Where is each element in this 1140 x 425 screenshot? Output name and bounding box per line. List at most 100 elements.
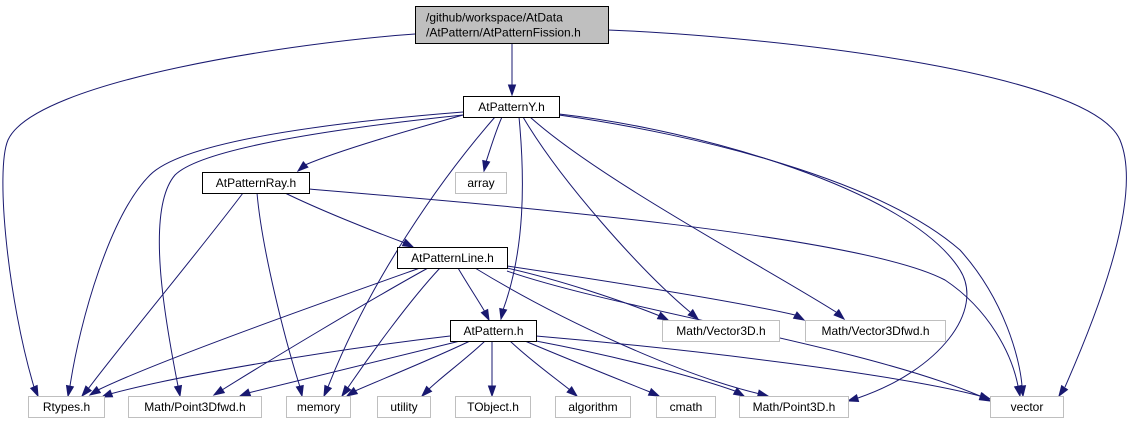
node-label: AtPatternRay.h	[216, 176, 296, 190]
edge-atpattern-to-tobject	[487, 341, 497, 398]
node-point3dfwd: Math/Point3Dfwd.h	[128, 396, 262, 418]
edge-arrowhead	[566, 385, 579, 397]
node-label: AtPatternLine.h	[411, 251, 494, 265]
node-atpatternray[interactable]: AtPatternRay.h	[202, 172, 310, 194]
edge-line	[558, 114, 1023, 387]
node-box	[656, 396, 716, 418]
edge-line	[346, 267, 441, 390]
edge-line	[109, 335, 451, 395]
edge-atpattern-to-point3dfwd	[238, 340, 461, 397]
node-utility: utility	[377, 396, 431, 418]
node-box	[739, 396, 849, 418]
edge-arrowhead	[296, 160, 309, 172]
edge-atpatternray-to-atpatternline	[284, 192, 415, 248]
edge-arrowhead	[29, 384, 39, 398]
edge-arrowhead	[647, 387, 661, 397]
edge-arrowhead	[238, 388, 252, 397]
edge-arrowhead	[687, 308, 700, 320]
node-label: array	[467, 176, 494, 190]
node-box	[202, 172, 310, 194]
edge-arrowhead	[756, 389, 770, 398]
edge-arrowhead	[480, 308, 490, 322]
node-atpatterny[interactable]: AtPatternY.h	[463, 96, 560, 118]
edge-line	[221, 267, 429, 391]
edge-arrowhead	[345, 386, 359, 397]
edge-atpatternline-to-point3dfwd	[212, 267, 429, 396]
node-root[interactable]: /github/workspace/AtData/AtPattern/AtPat…	[415, 6, 609, 44]
edge-line	[69, 111, 464, 387]
edge-arrowhead	[212, 385, 226, 396]
edge-arrowhead	[507, 84, 517, 97]
edge-arrowhead	[88, 385, 102, 396]
edge-arrowhead	[846, 393, 860, 403]
edge-arrowhead	[487, 385, 497, 398]
edge-line	[502, 116, 523, 311]
edge-arrowhead	[341, 385, 352, 398]
nodes-layer: /github/workspace/AtData/AtPattern/AtPat…	[28, 6, 1064, 418]
edge-atpatterny-to-array	[482, 116, 503, 173]
node-label: TObject.h	[467, 400, 519, 414]
edge-root-to-rtypes	[2, 33, 416, 398]
edge-arrowhead	[100, 389, 114, 398]
node-box	[555, 396, 631, 418]
node-vector3dfwd: Math/Vector3Dfwd.h	[805, 320, 946, 342]
edge-line	[506, 265, 796, 316]
edge-arrowhead	[792, 311, 806, 321]
node-atpatternline[interactable]: AtPatternLine.h	[397, 247, 508, 269]
node-box	[286, 396, 351, 418]
edge-arrowhead	[420, 385, 433, 398]
edge-atpattern-to-memory	[345, 340, 471, 397]
edge-arrowhead	[173, 384, 183, 398]
node-array: array	[455, 172, 507, 194]
edge-line	[247, 340, 461, 394]
node-box	[463, 96, 560, 118]
edge-line	[506, 267, 661, 317]
edge-line	[427, 340, 486, 391]
node-box	[28, 396, 105, 418]
edge-atpatterny-to-memory	[323, 116, 496, 398]
edge-atpatterny-to-atpattern	[499, 116, 523, 321]
edge-line	[558, 113, 968, 399]
edge-line	[304, 114, 464, 166]
edge-atpatternline-to-vector3d	[506, 267, 670, 321]
edge-atpatterny-to-vector	[558, 114, 1027, 398]
node-algorithm: algorithm	[555, 396, 631, 418]
node-box	[990, 396, 1064, 418]
edge-line	[535, 340, 736, 392]
node-box	[397, 247, 508, 269]
node-vector: vector	[990, 396, 1064, 418]
node-label: utility	[390, 400, 417, 414]
node-label: /AtPattern/AtPatternFission.h	[426, 26, 581, 40]
edge-atpatternline-to-vector3dfwd	[506, 265, 806, 321]
edge-arrowhead	[401, 238, 415, 248]
edge-line	[457, 267, 486, 313]
edge-atpatterny-to-vector3dfwd	[529, 116, 846, 320]
node-tobject: TObject.h	[455, 396, 531, 418]
node-label: /github/workspace/AtData	[426, 11, 563, 25]
edge-atpattern-to-cmath	[524, 340, 661, 397]
node-label: AtPattern.h	[463, 324, 523, 338]
node-rtypes: Rtypes.h	[28, 396, 105, 418]
edge-arrowhead	[656, 311, 670, 321]
node-label: Rtypes.h	[43, 400, 90, 414]
edge-line	[97, 267, 421, 391]
edge-arrowhead	[1058, 384, 1069, 398]
edge-atpattern-to-utility	[420, 340, 486, 398]
edge-arrowhead	[295, 384, 304, 398]
edge-arrowhead	[978, 391, 992, 401]
node-label: Math/Point3D.h	[753, 400, 836, 414]
edge-line	[284, 192, 406, 244]
node-point3d: Math/Point3D.h	[739, 396, 849, 418]
node-box	[455, 172, 507, 194]
edge-line	[535, 335, 981, 397]
edge-atpatternray-to-vector	[308, 188, 1023, 398]
node-atpattern[interactable]: AtPattern.h	[450, 320, 537, 342]
edge-atpatternray-to-memory	[256, 192, 304, 398]
edge-line	[509, 340, 571, 391]
edge-atpatterny-to-point3dfwd	[158, 114, 464, 398]
edge-arrowhead	[499, 307, 508, 321]
node-label: algorithm	[568, 400, 617, 414]
edge-arrowhead	[833, 308, 846, 320]
edge-arrowhead	[81, 385, 93, 398]
edge-atpatternline-to-rtypes	[88, 267, 421, 396]
